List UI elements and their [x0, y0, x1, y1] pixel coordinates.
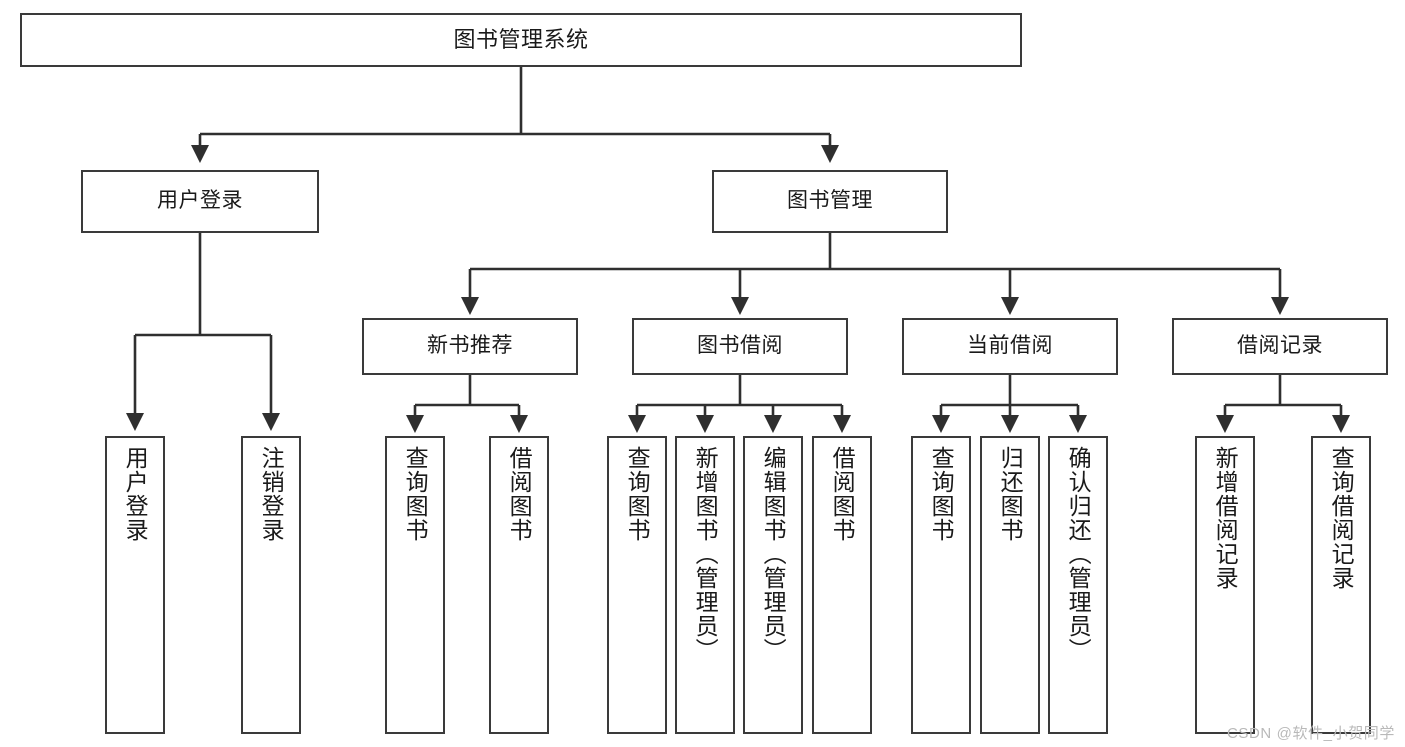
node-label: 借阅记录	[1237, 334, 1323, 358]
node-label: 用户登录	[122, 446, 149, 542]
watermark-text: CSDN @软件_小贺同学	[1226, 725, 1395, 742]
node-label: 新增借阅记录	[1212, 446, 1239, 590]
node-label: 查询借阅记录	[1328, 446, 1355, 590]
leaf-return-book[interactable]: 归还图书	[980, 436, 1040, 734]
node-label: 查询图书	[928, 446, 955, 542]
node-label: 新增图书（管理员）	[692, 446, 719, 662]
leaf-add-borrow-record[interactable]: 新增借阅记录	[1195, 436, 1255, 734]
node-book-management-system[interactable]: 图书管理系统	[20, 13, 1022, 67]
leaf-add-book-admin[interactable]: 新增图书（管理员）	[675, 436, 735, 734]
leaf-logout[interactable]: 注销登录	[241, 436, 301, 734]
leaf-query-book-new-rec[interactable]: 查询图书	[385, 436, 445, 734]
node-label: 确认归还（管理员）	[1065, 446, 1092, 662]
node-label: 编辑图书（管理员）	[760, 446, 787, 662]
leaf-borrow-book-new-rec[interactable]: 借阅图书	[489, 436, 549, 734]
leaf-user-login[interactable]: 用户登录	[105, 436, 165, 734]
leaf-edit-book-admin[interactable]: 编辑图书（管理员）	[743, 436, 803, 734]
node-user-login[interactable]: 用户登录	[81, 170, 319, 233]
node-label: 新书推荐	[427, 334, 513, 358]
leaf-confirm-return-admin[interactable]: 确认归还（管理员）	[1048, 436, 1108, 734]
leaf-query-book-current[interactable]: 查询图书	[911, 436, 971, 734]
node-label: 图书管理系统	[453, 27, 589, 53]
node-current-borrowing[interactable]: 当前借阅	[902, 318, 1118, 375]
leaf-query-book-borrowing[interactable]: 查询图书	[607, 436, 667, 734]
node-book-borrowing[interactable]: 图书借阅	[632, 318, 848, 375]
node-label: 查询图书	[402, 446, 429, 542]
node-label: 图书管理	[787, 189, 873, 213]
node-label: 当前借阅	[967, 334, 1053, 358]
node-label: 图书借阅	[697, 334, 783, 358]
node-book-management[interactable]: 图书管理	[712, 170, 948, 233]
node-label: 用户登录	[157, 189, 243, 213]
node-new-book-recommendation[interactable]: 新书推荐	[362, 318, 578, 375]
node-label: 查询图书	[624, 446, 651, 542]
leaf-query-borrow-record[interactable]: 查询借阅记录	[1311, 436, 1371, 734]
node-label: 借阅图书	[506, 446, 533, 542]
node-label: 归还图书	[997, 446, 1024, 542]
node-borrowing-record[interactable]: 借阅记录	[1172, 318, 1388, 375]
node-label: 注销登录	[258, 446, 285, 542]
node-label: 借阅图书	[829, 446, 856, 542]
leaf-borrow-book-borrowing[interactable]: 借阅图书	[812, 436, 872, 734]
